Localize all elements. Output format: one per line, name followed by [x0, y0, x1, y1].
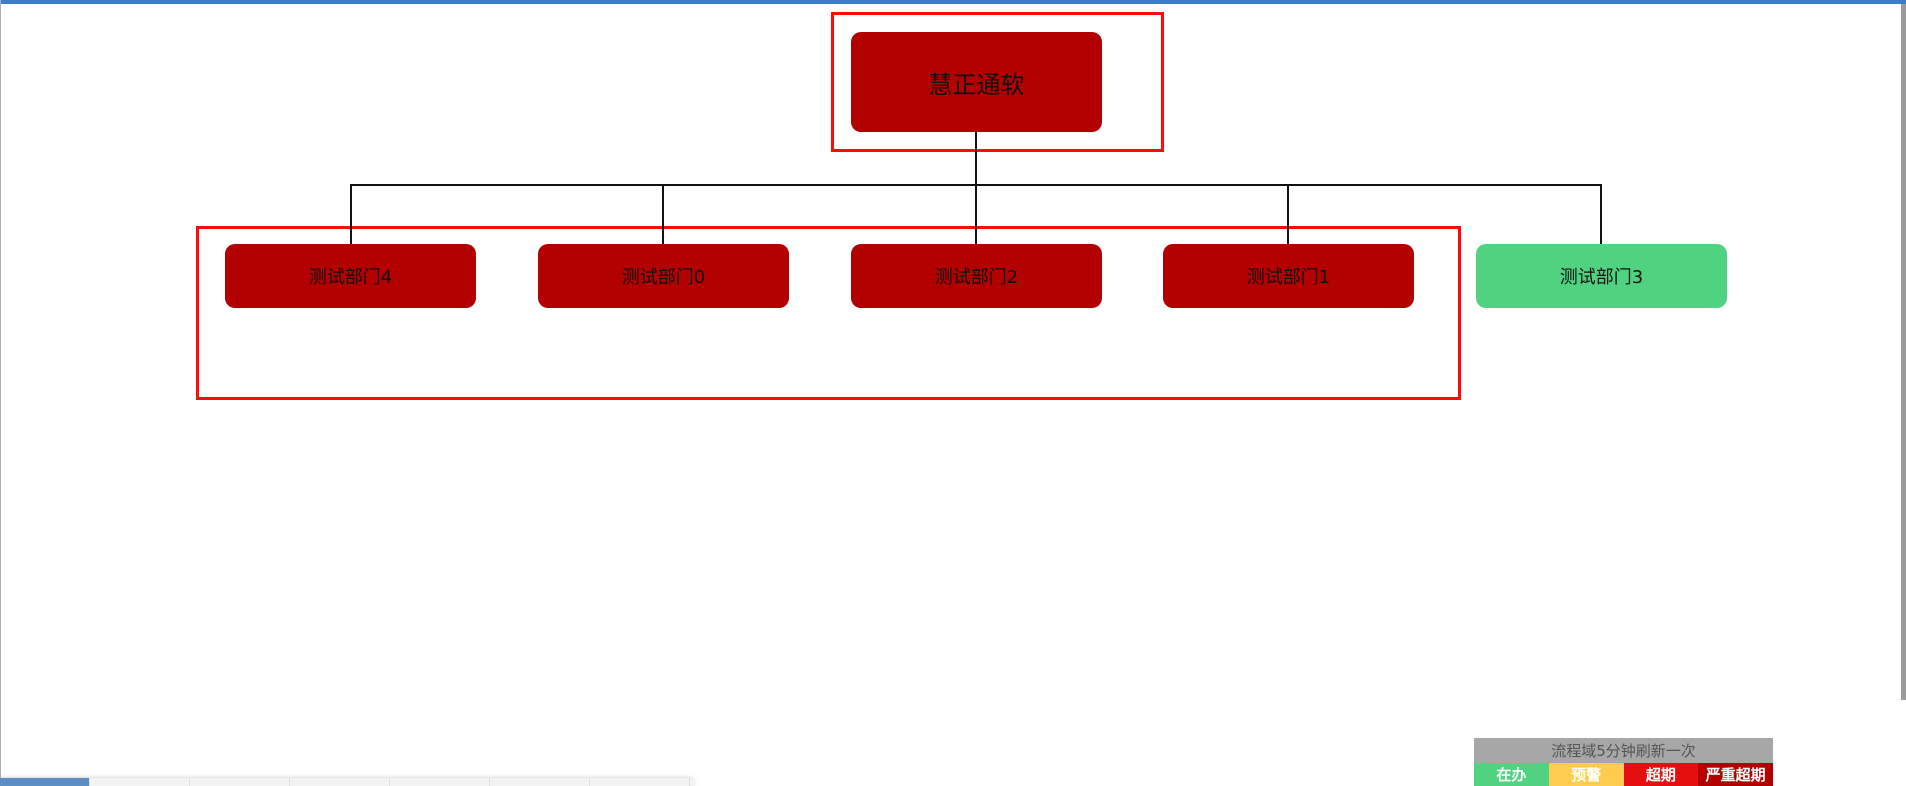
children-highlight-box	[196, 226, 1461, 400]
org-node-test-dept-1[interactable]: 测试部门1	[1163, 244, 1414, 308]
tab[interactable]	[590, 778, 690, 786]
legend-item-severe-overdue: 严重超期	[1698, 763, 1773, 786]
legend-row: 在办 预警 超期 严重超期	[1474, 763, 1773, 786]
left-border	[0, 0, 1, 786]
tab[interactable]	[190, 778, 290, 786]
org-node-test-dept-4[interactable]: 测试部门4	[225, 244, 476, 308]
root-highlight-box	[831, 12, 1164, 152]
tab-active[interactable]	[0, 778, 90, 786]
legend-item-in-progress: 在办	[1474, 763, 1549, 786]
bottom-tab-strip	[0, 778, 695, 786]
legend-item-warning: 预警	[1548, 763, 1624, 786]
child-connector-line	[1287, 184, 1289, 245]
root-connector-line	[975, 132, 977, 185]
legend-title: 流程域5分钟刷新一次	[1474, 738, 1773, 763]
child-connector-line	[1600, 184, 1602, 245]
org-node-test-dept-3[interactable]: 测试部门3	[1476, 244, 1727, 308]
org-node-test-dept-2[interactable]: 测试部门2	[851, 244, 1102, 308]
tab[interactable]	[90, 778, 190, 786]
child-connector-line	[350, 184, 352, 245]
status-legend: 流程域5分钟刷新一次 在办 预警 超期 严重超期	[1474, 738, 1773, 786]
top-accent-bar	[0, 0, 1906, 4]
vertical-scrollbar[interactable]	[1901, 4, 1906, 700]
child-connector-line	[662, 184, 664, 245]
legend-item-overdue: 超期	[1623, 763, 1699, 786]
child-connector-line	[975, 184, 977, 245]
org-node-test-dept-0[interactable]: 测试部门0	[538, 244, 789, 308]
tab[interactable]	[290, 778, 390, 786]
tab[interactable]	[390, 778, 490, 786]
org-node-root[interactable]: 慧正通软	[851, 32, 1102, 132]
tab[interactable]	[490, 778, 590, 786]
